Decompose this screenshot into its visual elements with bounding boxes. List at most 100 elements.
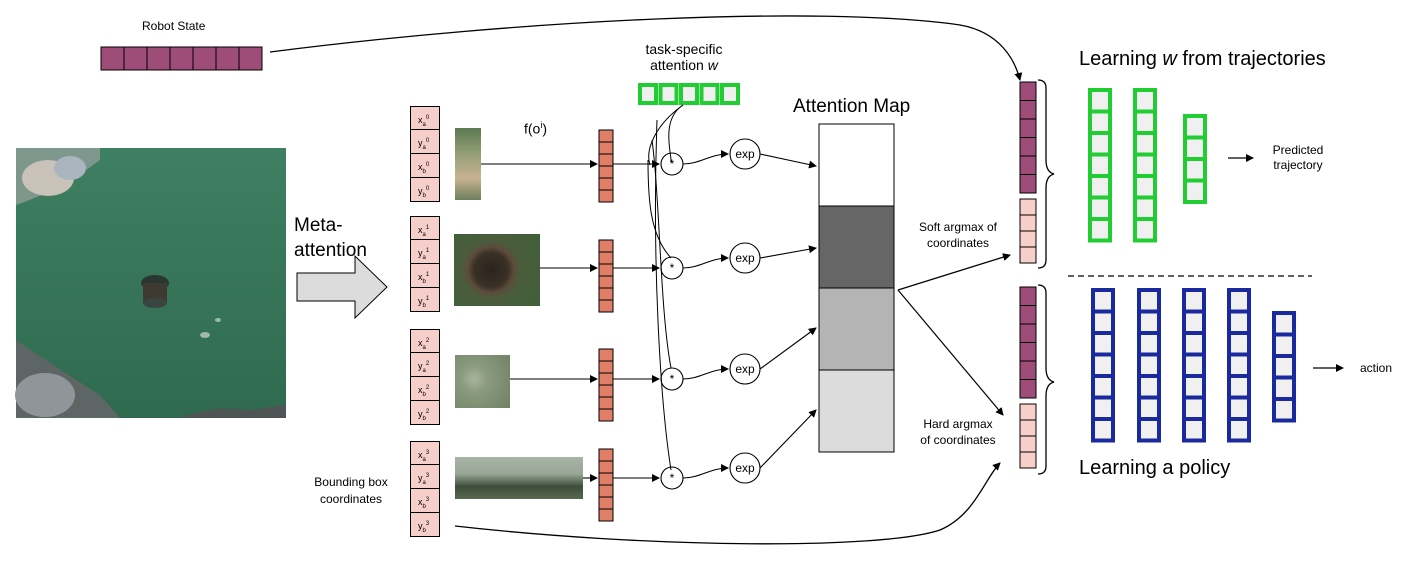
network-unit bbox=[1133, 131, 1157, 157]
attention-map-cell bbox=[818, 287, 895, 371]
task-specific-line-2: attention w bbox=[625, 57, 743, 73]
task-attention-vector bbox=[638, 83, 740, 105]
network-unit bbox=[1133, 217, 1157, 243]
feature-vector-cell bbox=[598, 129, 614, 143]
hard-argmax-label: Hard argmax of coordinates bbox=[906, 416, 1010, 448]
coordinate-part-cell bbox=[1019, 230, 1037, 248]
multiply-symbol: * bbox=[670, 157, 675, 171]
network-unit bbox=[1091, 288, 1115, 314]
feature-vector-cell bbox=[598, 275, 614, 289]
robot-state-part-cell bbox=[1019, 137, 1037, 157]
exp-to-map-arrow bbox=[759, 327, 817, 370]
learning-w-suffix: from trajectories bbox=[1176, 48, 1326, 70]
robot-state-part-cell bbox=[1019, 360, 1037, 380]
robot-state-part-cell bbox=[1019, 100, 1037, 120]
multiply-symbol: * bbox=[670, 372, 675, 386]
exp-to-map-arrow bbox=[759, 409, 817, 469]
network-unit bbox=[1088, 131, 1112, 157]
feature-vector-cell bbox=[598, 263, 614, 277]
bounding-box-label: Bounding box coordinates bbox=[303, 474, 399, 508]
learning-w-title: Learning w from trajectories bbox=[1079, 48, 1326, 71]
bbox-coordinate: ya1 bbox=[410, 240, 440, 264]
robot-state-part-cell bbox=[1019, 118, 1037, 138]
feature-vector-cell bbox=[598, 460, 614, 474]
predicted-line-2: trajectory bbox=[1273, 158, 1323, 172]
attention-w-cell bbox=[699, 83, 720, 105]
exp-label: exp bbox=[735, 147, 755, 161]
action-label: action bbox=[1360, 361, 1393, 375]
network-unit bbox=[1272, 311, 1296, 337]
network-unit bbox=[1088, 174, 1112, 200]
bbox-coordinate: xb2 bbox=[410, 377, 440, 401]
network-unit bbox=[1183, 157, 1207, 183]
attention-map-cell bbox=[818, 205, 895, 289]
feature-vector-cell bbox=[598, 299, 614, 313]
network-unit bbox=[1088, 152, 1112, 178]
learning-w-var: w bbox=[1162, 48, 1177, 70]
attention-rows: *exp*exp*exp*exp bbox=[481, 129, 817, 522]
attention-map-cell bbox=[818, 369, 895, 453]
coordinate-part-cell bbox=[1019, 403, 1037, 421]
robot-state-part-cell bbox=[1019, 155, 1037, 175]
network-unit bbox=[1182, 352, 1206, 378]
task-specific-w: w bbox=[707, 57, 718, 73]
robot-state-part-cell bbox=[1019, 342, 1037, 362]
attention-w-cell bbox=[679, 83, 699, 105]
bbox-coordinate: ya2 bbox=[410, 353, 440, 377]
multiply-to-exp-arrow bbox=[682, 254, 729, 269]
coordinate-part-cell bbox=[1019, 419, 1037, 437]
feature-vector-cell bbox=[598, 484, 614, 498]
soft-argmax-arrow bbox=[897, 253, 1011, 291]
network-unit bbox=[1091, 417, 1115, 443]
network-unit bbox=[1091, 395, 1115, 421]
feature-vector-cell bbox=[598, 165, 614, 179]
f-o-suffix: ) bbox=[542, 120, 548, 137]
network-unit bbox=[1133, 195, 1157, 221]
robot-state-label: Robot State bbox=[142, 19, 206, 33]
robot-state-cell bbox=[169, 46, 194, 71]
robot-state-part-cell bbox=[1019, 81, 1037, 101]
bbox-to-policy-arrow bbox=[454, 462, 1001, 545]
meta-line-1: Meta- bbox=[294, 215, 343, 236]
network-unit bbox=[1133, 109, 1157, 135]
robot-state-cell bbox=[192, 46, 217, 71]
network-unit bbox=[1182, 374, 1206, 400]
task-specific-line-1: task-specific bbox=[645, 41, 723, 57]
attention-w-cell bbox=[638, 83, 658, 105]
network-unit bbox=[1183, 114, 1207, 140]
network-unit bbox=[1091, 331, 1115, 357]
robot-state-cell bbox=[123, 46, 148, 71]
attention-wires bbox=[647, 104, 684, 471]
object-crop-0 bbox=[455, 128, 481, 200]
feature-vector-cell bbox=[598, 508, 614, 522]
network-unit bbox=[1182, 395, 1206, 421]
robot-state-cell bbox=[215, 46, 240, 71]
network-unit bbox=[1137, 352, 1161, 378]
bbox-coordinate: xb1 bbox=[410, 264, 440, 288]
camera-image bbox=[15, 148, 286, 418]
robot-state-cell bbox=[146, 46, 171, 71]
feature-vector-cell bbox=[598, 360, 614, 374]
hard-argmax-line-2: of coordinates bbox=[920, 433, 996, 447]
bbox-coordinate: yb3 bbox=[410, 513, 440, 537]
network-unit bbox=[1088, 109, 1112, 135]
robot-state-part-cell bbox=[1019, 379, 1037, 399]
trajectory-network bbox=[1088, 88, 1207, 243]
robot-state-cell bbox=[238, 46, 263, 71]
network-unit bbox=[1272, 354, 1296, 380]
network-unit bbox=[1272, 332, 1296, 358]
hard-argmax-line-1: Hard argmax bbox=[923, 417, 993, 431]
network-unit bbox=[1091, 352, 1115, 378]
network-unit bbox=[1227, 395, 1251, 421]
learning-policy-title: Learning a policy bbox=[1079, 457, 1231, 479]
network-unit bbox=[1137, 309, 1161, 335]
f-o-sup: i bbox=[540, 120, 543, 130]
coordinate-part-cell bbox=[1019, 198, 1037, 216]
network-unit bbox=[1183, 178, 1207, 204]
task-specific-attention-label: task-specific attention w bbox=[625, 41, 743, 73]
feature-vector-cell bbox=[598, 153, 614, 167]
meta-attention-arrow bbox=[296, 254, 388, 320]
network-unit bbox=[1088, 88, 1112, 114]
